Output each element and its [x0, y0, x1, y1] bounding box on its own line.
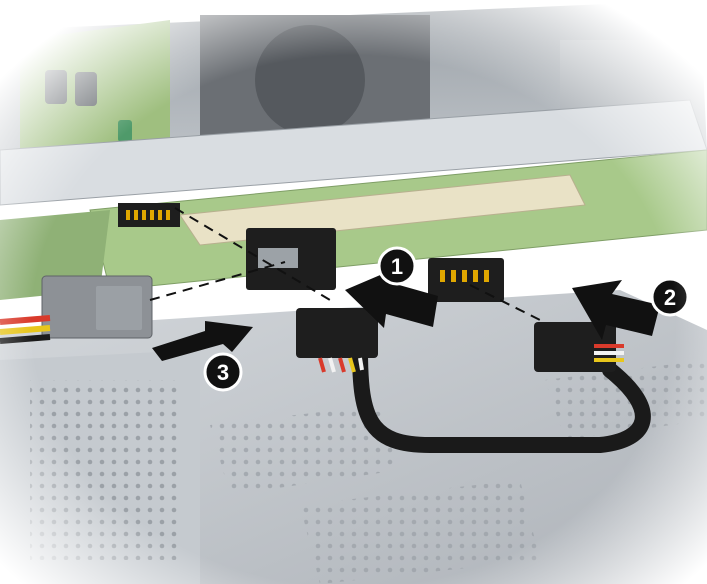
illustration-canvas: 1 2 3 [0, 0, 707, 584]
edge-fade [0, 0, 707, 584]
assembly-illustration: 1 2 3 [0, 0, 707, 584]
